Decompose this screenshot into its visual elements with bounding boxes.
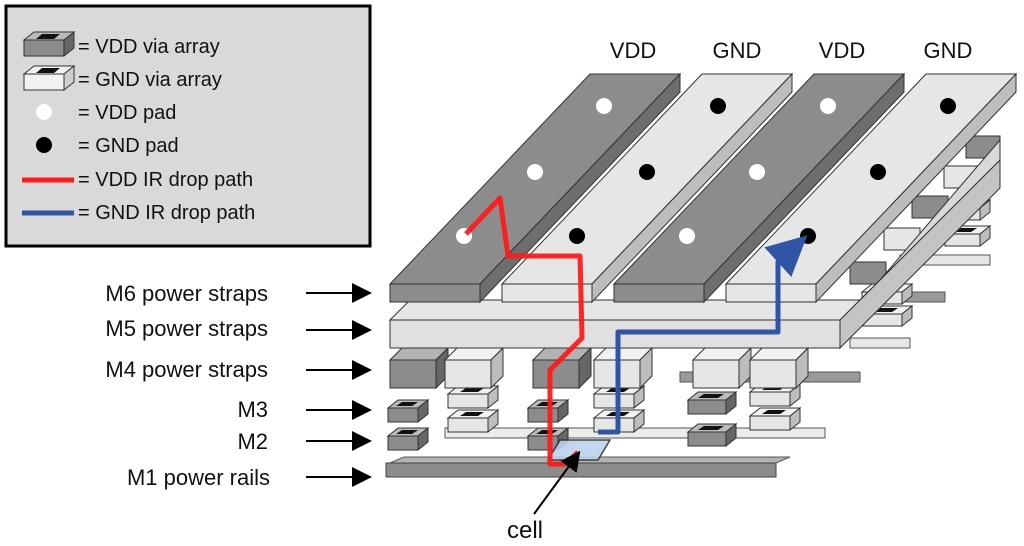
- vdd-pad: [749, 164, 765, 180]
- column-label-vdd-2: VDD: [819, 38, 865, 63]
- layer-label-m2: M2: [237, 429, 268, 454]
- dark-via-block-icon: [22, 30, 76, 58]
- legend-label-gnd-path: = GND IR drop path: [78, 202, 255, 224]
- layer-label-m5: M5 power straps: [105, 316, 268, 341]
- white-dot-icon: [36, 104, 52, 120]
- layer-labels: M6 power straps M5 power straps M4 power…: [105, 281, 372, 490]
- cell-callout: cell: [507, 450, 581, 544]
- legend-label-vdd-via: = VDD via array: [78, 36, 220, 58]
- column-label-gnd-2: GND: [924, 38, 973, 63]
- column-label-gnd-1: GND: [713, 38, 762, 63]
- legend: = VDD via array = GND via array = VDD pa…: [4, 4, 372, 248]
- layer-label-m4: M4 power straps: [105, 357, 268, 382]
- m4-power-straps: [388, 135, 1001, 390]
- black-dot-icon: [36, 137, 52, 153]
- vdd-pad: [527, 164, 543, 180]
- gnd-pad: [940, 98, 956, 114]
- gnd-pad: [710, 98, 726, 114]
- gnd-pad: [870, 164, 886, 180]
- pads: [456, 98, 956, 244]
- legend-label-vdd-pad: = VDD pad: [78, 102, 176, 124]
- column-label-vdd-1: VDD: [610, 38, 656, 63]
- gnd-pad: [800, 228, 816, 244]
- legend-label-gnd-via: = GND via array: [78, 69, 222, 91]
- layer-label-m1: M1 power rails: [127, 465, 270, 490]
- vdd-pad: [596, 98, 612, 114]
- m5-power-strap: [388, 138, 1001, 350]
- m1-power-rail: [385, 456, 791, 478]
- layer-label-m6: M6 power straps: [105, 281, 268, 306]
- m6-power-straps: [388, 72, 1018, 304]
- cell-label: cell: [507, 517, 543, 544]
- light-via-block-icon: [22, 64, 76, 92]
- legend-label-gnd-pad: = GND pad: [78, 135, 179, 157]
- gnd-pad: [639, 164, 655, 180]
- layer-label-m3: M3: [237, 397, 268, 422]
- vdd-pad: [679, 228, 695, 244]
- legend-label-vdd-path: = VDD IR drop path: [78, 169, 253, 191]
- vdd-pad: [820, 98, 836, 114]
- gnd-ir-drop-path: [598, 235, 808, 435]
- arrow-icon: [533, 450, 581, 515]
- gnd-pad: [569, 228, 585, 244]
- column-labels: VDD GND VDD GND: [610, 38, 973, 63]
